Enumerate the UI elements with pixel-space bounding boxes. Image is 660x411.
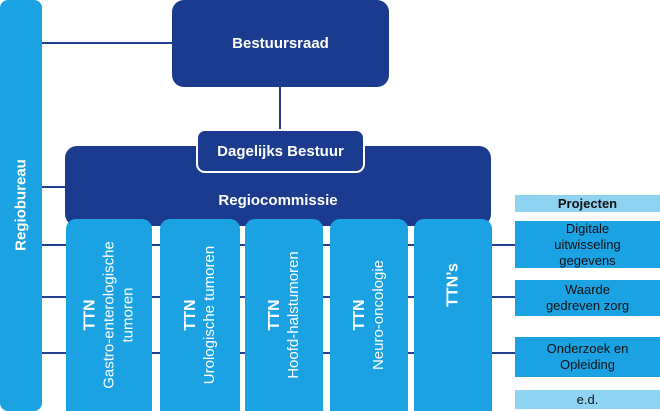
projecten-header: Projecten xyxy=(515,195,660,212)
regiobureau-label: Regiobureau xyxy=(12,159,30,251)
project-onderzoek-opleiding: Onderzoek en Opleiding xyxy=(515,337,660,377)
project-waarde-line2: gedreven zorg xyxy=(545,298,630,313)
connector-regiobureau-bestuursraad xyxy=(40,42,173,44)
project-digitale-uitwisseling: Digitale uitwisseling gegevens xyxy=(515,221,660,268)
ttn-hoofd-hals-text: TTN Hoofd-halstumoren xyxy=(265,251,303,379)
ttn-hoofd-hals-line1: TTN xyxy=(266,299,283,331)
bestuursraad-box: Bestuursraad xyxy=(172,0,389,87)
ttn-gastro-line3: tumoren xyxy=(119,287,137,343)
ttn-column-hoofd-hals: TTN Hoofd-halstumoren xyxy=(245,219,323,411)
project-waarde-text: Waarde gedreven zorg xyxy=(546,282,629,314)
ttn-overig-text: TTN’s xyxy=(444,263,463,307)
ttn-column-urologische: TTN Urologische tumoren xyxy=(160,219,240,411)
project-digitale-text: Digitale uitwisseling gegevens xyxy=(554,221,620,269)
ttn-urologische-line1: TTN xyxy=(182,299,199,331)
ttn-neuro-line2: Neuro-oncologie xyxy=(370,259,387,371)
project-onderzoek-line2: Opleiding xyxy=(560,357,615,372)
regiobureau-box: Regiobureau xyxy=(0,0,42,411)
project-ed-label: e.d. xyxy=(576,392,599,407)
project-waarde-gedreven-zorg: Waarde gedreven zorg xyxy=(515,280,660,316)
project-waarde-line1: Waarde xyxy=(564,282,611,297)
projecten-header-label: Projecten xyxy=(557,196,618,211)
project-onderzoek-text: Onderzoek en Opleiding xyxy=(547,341,629,373)
ttn-column-neuro: TTN Neuro-oncologie xyxy=(330,219,408,411)
ttn-urologische-line2: Urologische tumoren xyxy=(201,245,218,385)
ttn-column-gastro: TTN Gastro-enterologische tumoren xyxy=(66,219,152,411)
ttn-neuro-line1: TTN xyxy=(351,299,368,331)
ttn-hoofd-hals-line2: Hoofd-halstumoren xyxy=(285,251,302,379)
ttn-gastro-text: TTN Gastro-enterologische tumoren xyxy=(81,241,138,389)
ttn-gastro-line1: TTN xyxy=(81,299,99,331)
connector-bestuursraad-dagelijks xyxy=(279,86,281,130)
project-digitale-line1: Digitale xyxy=(565,220,610,236)
ttn-urologische-text: TTN Urologische tumoren xyxy=(181,246,219,384)
ttn-gastro-line2: Gastro-enterologische xyxy=(100,241,118,389)
dagelijks-bestuur-label: Dagelijks Bestuur xyxy=(217,142,344,160)
dagelijks-bestuur-box: Dagelijks Bestuur xyxy=(196,129,365,173)
project-digitale-line3: gegevens xyxy=(559,252,616,268)
ttn-overig-line1: TTN’s xyxy=(444,263,462,307)
project-digitale-line2: uitwisseling xyxy=(554,236,621,252)
project-ed: e.d. xyxy=(515,390,660,409)
ttn-column-overig: TTN’s xyxy=(414,219,492,411)
ttn-neuro-text: TTN Neuro-oncologie xyxy=(350,260,388,370)
project-onderzoek-line1: Onderzoek en xyxy=(546,341,629,356)
regiocommissie-label: Regiocommissie xyxy=(218,192,338,209)
bestuursraad-label: Bestuursraad xyxy=(232,35,329,52)
connector-regiobureau-regiocommissie xyxy=(40,186,67,188)
